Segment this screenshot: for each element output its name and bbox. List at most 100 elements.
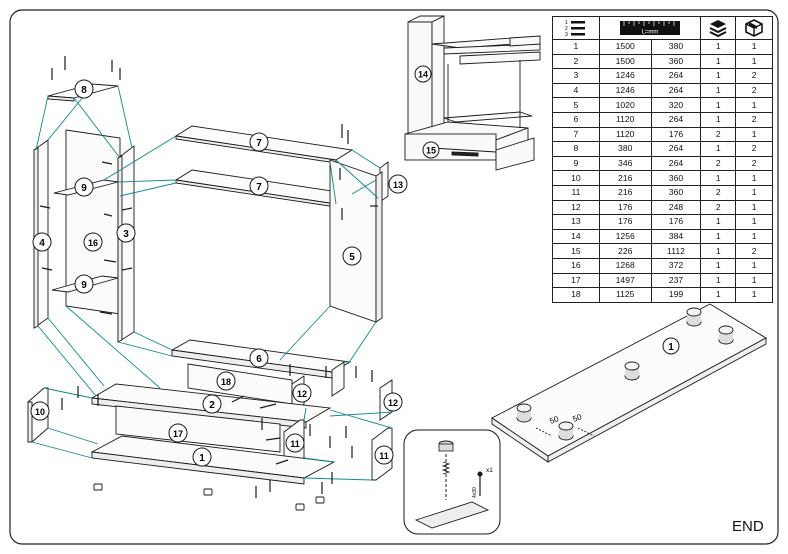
cell-length: 1497 <box>598 272 652 289</box>
cell-width: 176 <box>650 214 702 230</box>
cell-no: 17 <box>552 272 600 289</box>
cell-length: 216 <box>598 184 652 201</box>
cell-length: 226 <box>598 243 652 259</box>
cell-b: 1 <box>735 272 773 289</box>
cell-length: 1120 <box>598 126 652 143</box>
cell-length: 176 <box>598 199 652 216</box>
cell-length: 1500 <box>598 53 652 70</box>
cell-width: 1112 <box>650 243 702 259</box>
cell-width: 264 <box>650 111 702 128</box>
cell-a: 2 <box>700 199 737 216</box>
cell-b: 2 <box>735 141 773 157</box>
cell-length: 1246 <box>598 68 652 84</box>
callout-10-label: 10 <box>35 407 45 417</box>
callout-7-lower-label: 7 <box>256 182 262 193</box>
callout-13: 13 <box>388 174 408 194</box>
callout-7-upper: 7 <box>249 132 269 152</box>
cell-b: 1 <box>735 170 773 186</box>
cell-width: 320 <box>650 97 702 113</box>
cell-a: 1 <box>700 287 737 303</box>
dimension-left: 50 <box>548 414 560 426</box>
cell-a: 1 <box>700 68 737 84</box>
callout-18-label: 18 <box>221 377 231 387</box>
callout-15: 15 <box>422 141 440 159</box>
cell-a: 1 <box>700 214 737 230</box>
cell-b: 1 <box>735 287 773 303</box>
cell-no: 18 <box>552 287 600 303</box>
exploded-panels <box>27 83 393 511</box>
cell-length: 346 <box>598 155 652 172</box>
cell-length: 380 <box>598 141 652 157</box>
cell-b: 1 <box>735 257 773 274</box>
callout-2-label: 2 <box>209 400 215 411</box>
cell-width: 372 <box>650 257 702 274</box>
cell-b: 2 <box>735 243 773 259</box>
cell-no: 15 <box>552 243 600 259</box>
end-label: END <box>732 518 764 535</box>
cell-b: 2 <box>735 82 773 99</box>
parts-table-header: 1 2 3 L=mm <box>552 16 773 40</box>
cell-length: 1246 <box>598 82 652 99</box>
ruler-icon: L=mm <box>620 21 681 36</box>
cell-b: 1 <box>735 126 773 143</box>
callout-5: 5 <box>342 246 362 266</box>
cell-length: 1256 <box>598 228 652 245</box>
cell-a: 1 <box>700 243 737 259</box>
dimension-right: 50 <box>571 412 583 424</box>
svg-text:1: 1 <box>565 20 568 26</box>
box-icon <box>745 19 763 37</box>
callout-3-label: 3 <box>123 229 129 240</box>
callout-16: 16 <box>83 232 103 252</box>
cell-width: 199 <box>650 287 702 303</box>
callout-13-label: 13 <box>393 180 403 190</box>
callout-10: 10 <box>30 401 50 421</box>
callout-12-right-label: 12 <box>388 398 398 408</box>
parts-table: 1 2 3 L=mm <box>552 16 773 303</box>
callout-17: 17 <box>168 423 188 443</box>
dowels <box>39 56 378 498</box>
callout-4: 4 <box>32 232 52 252</box>
cell-b: 1 <box>735 39 773 55</box>
cell-a: 1 <box>700 170 737 186</box>
cell-width: 264 <box>650 141 702 157</box>
cell-b: 1 <box>735 199 773 216</box>
cell-no: 2 <box>552 53 600 70</box>
cell-no: 13 <box>552 214 600 230</box>
callout-7-upper-label: 7 <box>256 138 262 149</box>
cell-a: 1 <box>700 82 737 99</box>
cell-b: 1 <box>735 214 773 230</box>
cell-b: 1 <box>735 228 773 245</box>
panel-1-detail <box>491 303 767 463</box>
callout-1-label: 1 <box>199 453 205 464</box>
callout-15-label: 15 <box>426 146 436 156</box>
ruler-label: L=mm <box>642 30 659 36</box>
callout-8-label: 8 <box>81 85 87 96</box>
cell-a: 1 <box>700 111 737 128</box>
callout-1: 1 <box>192 447 212 467</box>
cell-no: 1 <box>552 39 600 55</box>
cell-length: 1125 <box>598 287 652 303</box>
cell-width: 360 <box>650 184 702 201</box>
cell-no: 4 <box>552 82 600 99</box>
cell-no: 14 <box>552 228 600 245</box>
callout-panel-1: 1 <box>662 337 680 355</box>
callout-2: 2 <box>202 394 222 414</box>
cell-a: 1 <box>700 272 737 289</box>
callout-12-left: 12 <box>292 383 312 403</box>
assembled-unit-preview <box>404 15 541 171</box>
cell-width: 237 <box>650 272 702 289</box>
step-list-icon: 1 2 3 <box>565 20 585 38</box>
cell-width: 380 <box>650 39 702 55</box>
